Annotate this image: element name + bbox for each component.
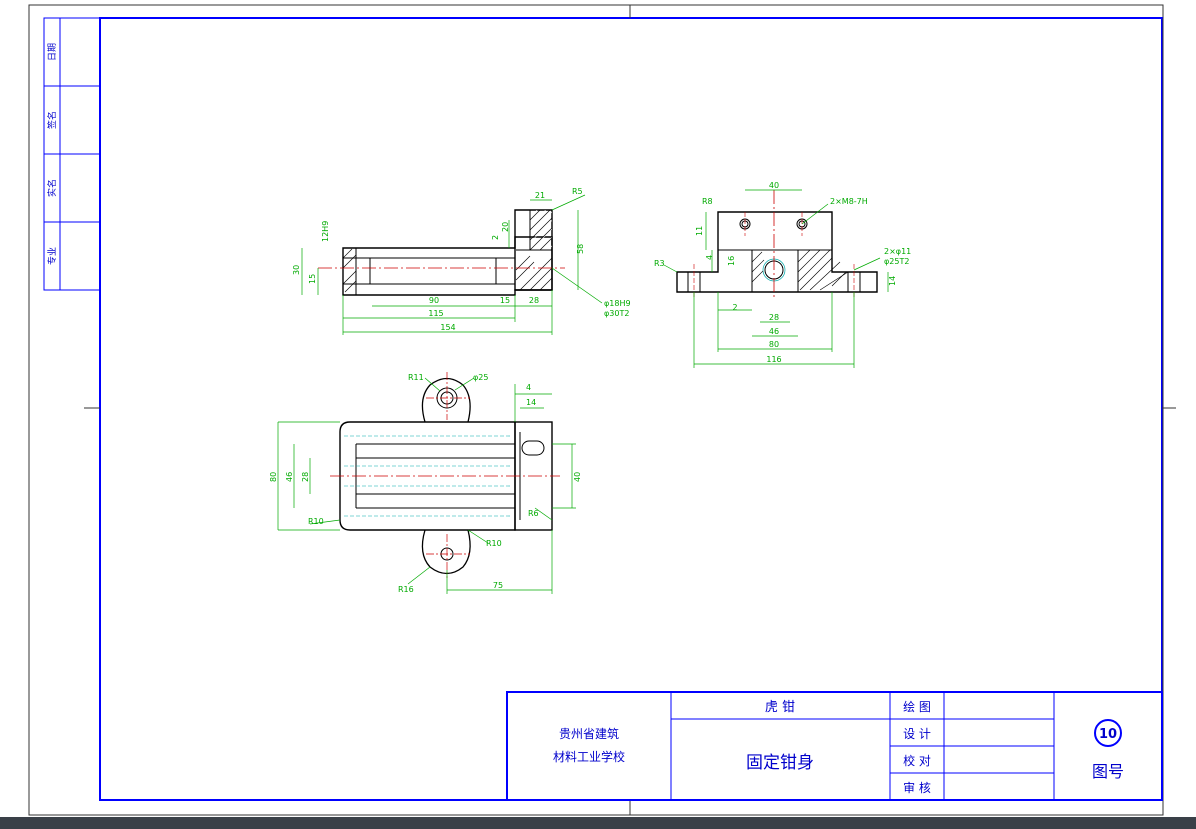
side-strip: 日期 签名 实名 专业 <box>43 17 101 291</box>
dim-15-left: 15 <box>308 274 317 284</box>
dim-r10-left: R10 <box>308 517 324 526</box>
dim-phi25: φ25 <box>473 373 488 382</box>
dim-r8: R8 <box>702 197 713 206</box>
role-review: 审 核 <box>903 780 931 795</box>
side-view: 40 R8 2×M8-7H 11 R3 4 16 2×φ11 φ25T2 14 … <box>654 181 911 368</box>
front-view: 21 R5 12H9 2 20 58 30 15 90 15 28 115 15… <box>292 187 631 335</box>
dim-cbore: φ25T2 <box>884 257 909 266</box>
dim-28-side: 28 <box>769 313 779 322</box>
dim-2-side: 2 <box>732 303 737 312</box>
role-design: 设 计 <box>903 727 931 741</box>
sheet-number: 10 <box>1099 727 1117 742</box>
dim-115: 115 <box>428 309 443 318</box>
school-name-line2: 材料工业学校 <box>553 749 625 764</box>
fit-phi18: φ18H9 <box>604 299 631 308</box>
dim-116: 116 <box>766 355 781 364</box>
part-name: 固定钳身 <box>746 753 814 773</box>
dim-4-top: 4 <box>526 383 531 392</box>
side-label-name: 实名 <box>46 179 58 197</box>
dim-r10-lug: R10 <box>486 539 502 548</box>
dim-90: 90 <box>429 296 439 305</box>
dim-154: 154 <box>440 323 455 332</box>
dim-20: 20 <box>501 222 510 232</box>
dim-80-side: 80 <box>769 340 779 349</box>
title-block: 贵州省建筑 材料工业学校 虎 钳 固定钳身 绘 图 设 计 校 对 审 核 10… <box>506 691 1163 801</box>
side-label-major: 专业 <box>46 247 58 265</box>
dim-r11: R11 <box>408 373 424 382</box>
dim-40-right: 40 <box>573 472 582 482</box>
dim-28-top: 28 <box>301 472 310 482</box>
dim-21: 21 <box>535 191 545 200</box>
dim-15-bottom: 15 <box>500 296 510 305</box>
dim-4: 4 <box>705 255 714 260</box>
dim-r16: R16 <box>398 585 414 594</box>
dim-r5: R5 <box>572 187 583 196</box>
dim-14: 14 <box>888 276 897 286</box>
dim-r6: R6 <box>528 509 539 518</box>
dim-28: 28 <box>529 296 539 305</box>
sheet-label: 图号 <box>1092 762 1124 781</box>
bottom-status-bar <box>0 817 1196 829</box>
dim-2: 2 <box>491 235 500 240</box>
dim-75: 75 <box>493 581 503 590</box>
dim-16: 16 <box>727 256 736 266</box>
role-draw: 绘 图 <box>903 699 931 714</box>
dim-40-top: 40 <box>769 181 779 190</box>
top-view: R11 φ25 4 14 80 46 28 40 R10 R6 R10 R16 … <box>269 372 582 594</box>
dim-12h9: 12H9 <box>321 221 330 242</box>
dim-14-top: 14 <box>526 398 536 407</box>
sheet-frame <box>28 4 1176 816</box>
dim-58: 58 <box>576 244 585 254</box>
side-label-date: 日期 <box>47 43 58 61</box>
role-check: 校 对 <box>903 753 931 768</box>
dim-30: 30 <box>292 265 301 275</box>
dim-holes: 2×φ11 <box>884 247 911 256</box>
fit-phi30: φ30T2 <box>604 309 629 318</box>
dim-r3: R3 <box>654 259 665 268</box>
dim-thread: 2×M8-7H <box>830 197 868 206</box>
dim-11: 11 <box>695 226 704 236</box>
side-label-sign: 签名 <box>46 111 58 129</box>
assembly-name: 虎 钳 <box>765 700 795 715</box>
dim-80-top: 80 <box>269 472 278 482</box>
dim-46-side: 46 <box>769 327 779 336</box>
school-name-line1: 贵州省建筑 <box>559 726 619 741</box>
dim-46-top: 46 <box>285 472 294 482</box>
